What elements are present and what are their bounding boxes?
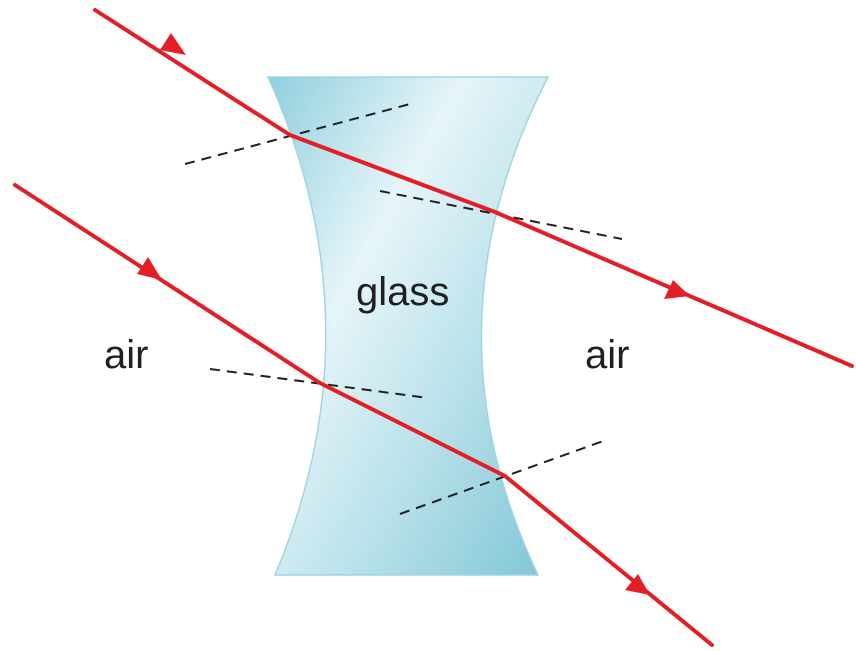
upper-ray-arrow-incoming [160, 33, 186, 55]
lower-ray-arrow-outgoing [625, 574, 650, 595]
upper-ray-arrow-outgoing [664, 280, 690, 299]
lower-ray-arrow-incoming [137, 257, 162, 280]
lower-light-ray [13, 183, 714, 647]
glass-label: glass [356, 270, 449, 314]
normal-line-upper-entry [184, 103, 411, 165]
air-left-label: air [104, 333, 148, 377]
concave-lens [266, 76, 550, 576]
air-right-label: air [585, 333, 629, 377]
